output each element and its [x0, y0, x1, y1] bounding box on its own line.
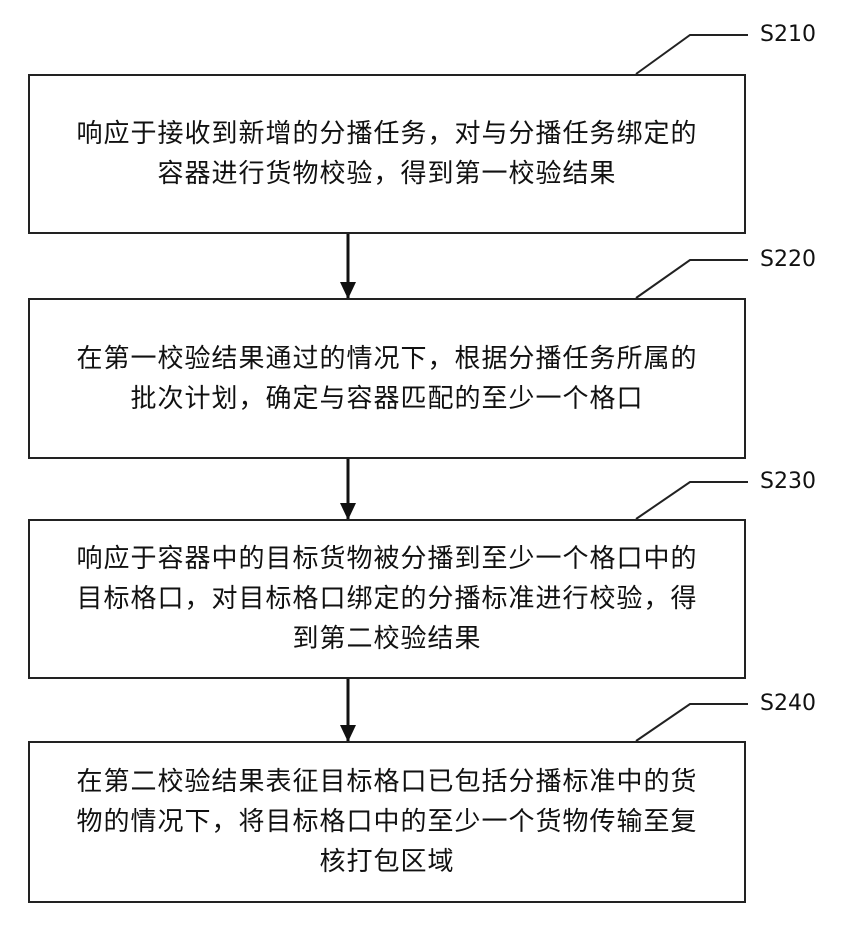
- step-text-line: 核打包区域: [76, 842, 697, 882]
- step-text-s230: 响应于容器中的目标货物被分播到至少一个格口中的 目标格口，对目标格口绑定的分播标…: [76, 539, 697, 659]
- arrowhead-s230: [340, 503, 356, 520]
- step-box-s220: 在第一校验结果通过的情况下，根据分播任务所属的 批次计划，确定与容器匹配的至少一…: [28, 298, 746, 459]
- step-box-s240: 在第二校验结果表征目标格口已包括分播标准中的货 物的情况下，将目标格口中的至少一…: [28, 741, 746, 903]
- step-text-line: 容器进行货物校验，得到第一校验结果: [76, 154, 697, 194]
- step-text-line: 批次计划，确定与容器匹配的至少一个格口: [76, 379, 697, 419]
- leader-line-s220: [636, 260, 748, 298]
- leader-line-s210: [636, 35, 748, 74]
- step-text-line: 在第一校验结果通过的情况下，根据分播任务所属的: [76, 339, 697, 379]
- step-label-s240: S240: [760, 691, 816, 716]
- step-text-line: 目标格口，对目标格口绑定的分播标准进行校验，得: [76, 579, 697, 619]
- step-label-s230: S230: [760, 469, 816, 494]
- step-text-line: 响应于接收到新增的分播任务，对与分播任务绑定的: [76, 114, 697, 154]
- step-box-s210: 响应于接收到新增的分播任务，对与分播任务绑定的 容器进行货物校验，得到第一校验结…: [28, 74, 746, 234]
- step-text-s240: 在第二校验结果表征目标格口已包括分播标准中的货 物的情况下，将目标格口中的至少一…: [76, 762, 697, 882]
- step-label-s210: S210: [760, 22, 816, 47]
- step-box-s230: 响应于容器中的目标货物被分播到至少一个格口中的 目标格口，对目标格口绑定的分播标…: [28, 519, 746, 679]
- arrowhead-s240: [340, 725, 356, 742]
- step-text-line: 物的情况下，将目标格口中的至少一个货物传输至复: [76, 802, 697, 842]
- step-text-line: 在第二校验结果表征目标格口已包括分播标准中的货: [76, 762, 697, 802]
- step-text-line: 到第二校验结果: [76, 619, 697, 659]
- arrowhead-s220: [340, 282, 356, 299]
- step-text-s220: 在第一校验结果通过的情况下，根据分播任务所属的 批次计划，确定与容器匹配的至少一…: [76, 339, 697, 419]
- step-label-s220: S220: [760, 247, 816, 272]
- leader-line-s230: [636, 482, 748, 519]
- step-text-s210: 响应于接收到新增的分播任务，对与分播任务绑定的 容器进行货物校验，得到第一校验结…: [76, 114, 697, 194]
- leader-line-s240: [636, 704, 748, 741]
- step-text-line: 响应于容器中的目标货物被分播到至少一个格口中的: [76, 539, 697, 579]
